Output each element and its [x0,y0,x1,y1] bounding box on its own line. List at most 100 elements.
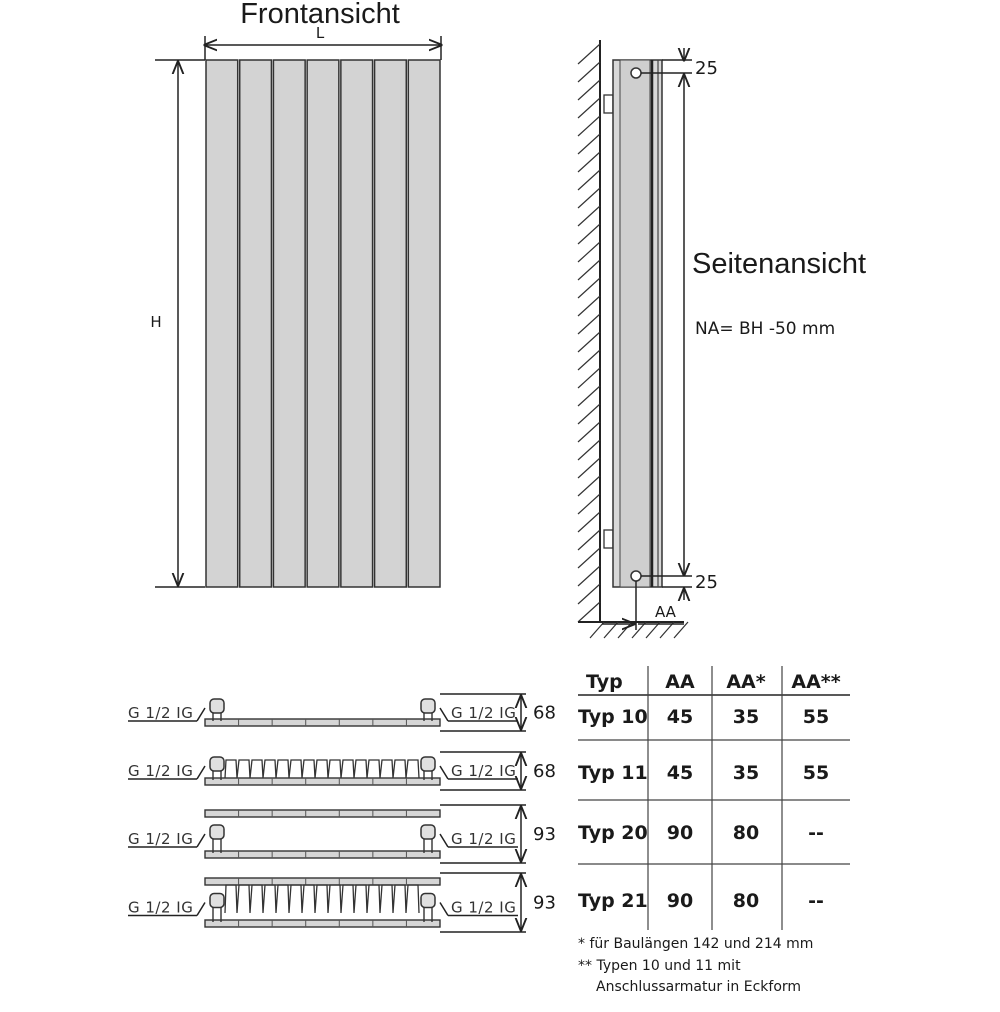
floor-hatch-1 [589,621,605,639]
side-radiator-inner [619,59,651,588]
front-panel-4 [306,59,340,588]
table-value-cell: 45 [667,706,693,728]
wall-hatch-26 [577,493,601,515]
wall-hatch-21 [577,403,601,425]
wall-hatch-20 [577,385,601,407]
front-panel-2 [238,59,273,588]
table-row-type: Typ 10 [578,706,648,728]
wall-hatch-28 [577,529,601,551]
wall-hatch-29 [577,547,601,569]
front-panel-6 [373,59,408,588]
wall-bracket-bottom [603,529,614,549]
table-value-cell: 80 [733,822,759,844]
left-conn-leader [196,902,206,916]
table-header-cell: Typ [586,671,623,693]
height-label: H [150,313,161,331]
right-conn-leader [439,902,449,916]
table-value-cell: 35 [733,762,759,784]
wall-hatch-5 [577,115,601,137]
wall-hatch-31 [577,583,601,605]
length-label: L [316,24,325,42]
cross-section-group: G 1/2 IG G 1/2 IG 68 G 1/2 IG G 1/2 IG 68 G 1/… [128,693,556,933]
left-connection-label: G 1/2 IG [128,762,193,780]
right-conn-leader [439,833,449,848]
wall-hatch-25 [577,475,601,497]
table-header-cell: AA* [726,671,765,693]
table-value-cell: 55 [803,706,829,728]
height-label-bg [146,308,166,334]
right-connection-label: G 1/2 IG [451,704,516,722]
wall-hatch-17 [577,331,601,353]
wall-hatch-11 [577,223,601,245]
depth-value: 68 [533,703,556,724]
footnote-1: * für Baulängen 142 und 214 mm [578,936,813,952]
table-value-cell: -- [808,890,824,912]
section-plate-1 [204,877,441,886]
footnote-2: ** Typen 10 und 11 mit [578,958,741,974]
bottom-offset-value: 25 [695,572,718,593]
section-plate-2 [204,919,441,928]
left-connector-icon [209,892,225,909]
left-connection-label: G 1/2 IG [128,704,193,722]
top-connection-icon [630,67,642,79]
convector-fins [224,759,420,779]
wall-hatch-7 [577,151,601,173]
wall-hatch-8 [577,169,601,191]
wall-hatch-22 [577,421,601,443]
depth-value: 68 [533,761,556,782]
table-row-type: Typ 21 [578,890,648,912]
left-connection-label: G 1/2 IG [128,899,193,917]
table-value-cell: 55 [803,762,829,784]
front-panel-3 [272,59,306,588]
left-conn-leader [196,833,206,848]
left-connection-label: G 1/2 IG [128,830,193,848]
wall-hatch-32 [577,601,601,623]
floor-hatch-7 [673,621,689,639]
front-panel-1 [205,59,239,588]
front-panel-5 [340,59,374,588]
footnotes: * für Baulängen 142 und 214 mm ** Typen … [578,936,813,995]
wall-hatch-19 [577,367,601,389]
table-header-cell: AA** [791,671,840,693]
table-row-type: Typ 11 [578,762,648,784]
wall-hatch-13 [577,259,601,281]
wall-hatch-27 [577,511,601,533]
wall-hatch-15 [577,295,601,317]
table-value-cell: 90 [667,890,693,912]
wall-hatch-18 [577,349,601,371]
right-connector-icon [420,698,436,714]
table-value-cell: 90 [667,822,693,844]
right-connection-label: G 1/2 IG [451,899,516,917]
wall-hatch-1 [577,43,601,65]
side-view: 25 25 AA Seitenansicht NA= BH -50 mm [577,40,866,639]
front-panel-group [205,59,441,588]
right-connector-icon [420,892,436,909]
wall-hatch-24 [577,457,601,479]
wall-hatch-9 [577,187,601,209]
bottom-connection-icon [630,570,642,582]
left-conn-leader [196,707,206,722]
left-connector-icon [209,698,225,714]
wall-hatch-2 [577,61,601,83]
wall-hatch-14 [577,277,601,299]
table-value-cell: 45 [667,762,693,784]
right-connector-icon [420,824,436,840]
wall-hatch-30 [577,565,601,587]
convector-fins [224,884,420,914]
wall-hatch-23 [577,439,601,461]
left-connector-icon [209,756,225,772]
front-view-title: Frontansicht [240,0,400,30]
wall-hatch-10 [577,205,601,227]
left-conn-leader [196,765,206,780]
right-connector-icon [420,756,436,772]
wall-hatch-16 [577,313,601,335]
side-view-title: Seitenansicht [692,248,866,280]
depth-value: 93 [533,824,556,845]
footnote-3: Anschlussarmatur in Eckform [596,979,801,995]
